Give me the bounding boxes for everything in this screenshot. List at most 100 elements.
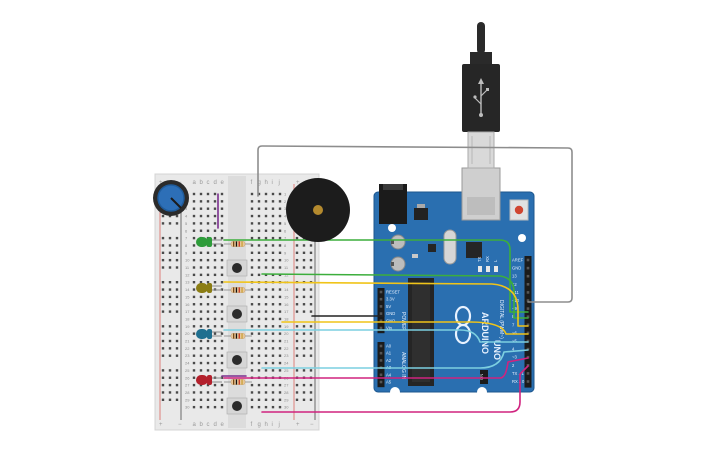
rail-hole[interactable] bbox=[168, 251, 172, 254]
rail-hole[interactable] bbox=[168, 303, 172, 306]
rail-hole[interactable] bbox=[309, 347, 313, 350]
breadboard-hole[interactable] bbox=[264, 229, 268, 232]
rail-hole[interactable] bbox=[168, 325, 172, 328]
breadboard-hole[interactable] bbox=[199, 317, 203, 321]
breadboard-hole[interactable] bbox=[192, 354, 196, 357]
breadboard-hole[interactable] bbox=[250, 310, 254, 313]
breadboard-hole[interactable] bbox=[206, 214, 210, 218]
pushbutton[interactable] bbox=[226, 259, 248, 277]
breadboard-hole[interactable] bbox=[213, 347, 217, 350]
rail-hole[interactable] bbox=[168, 281, 172, 284]
breadboard-hole[interactable] bbox=[257, 303, 261, 306]
rail-hole[interactable] bbox=[175, 325, 179, 328]
breadboard-hole[interactable] bbox=[264, 200, 268, 203]
breadboard-hole[interactable] bbox=[250, 347, 254, 350]
rail-hole[interactable] bbox=[175, 281, 179, 284]
piezo-buzzer[interactable] bbox=[286, 178, 350, 242]
header-pin[interactable] bbox=[379, 297, 383, 301]
rail-hole[interactable] bbox=[161, 347, 165, 350]
breadboard-hole[interactable] bbox=[192, 266, 196, 269]
breadboard-hole[interactable] bbox=[192, 339, 196, 343]
rail-hole[interactable] bbox=[295, 266, 299, 269]
rail-hole[interactable] bbox=[168, 383, 172, 387]
rail-hole[interactable] bbox=[302, 310, 306, 313]
rail-hole[interactable] bbox=[161, 354, 165, 357]
breadboard-hole[interactable] bbox=[264, 347, 268, 350]
breadboard-hole[interactable] bbox=[250, 273, 254, 277]
breadboard-hole[interactable] bbox=[192, 317, 196, 321]
breadboard-hole[interactable] bbox=[192, 398, 196, 401]
breadboard-hole[interactable] bbox=[220, 369, 224, 372]
rail-hole[interactable] bbox=[168, 244, 172, 247]
breadboard-hole[interactable] bbox=[264, 244, 268, 247]
header-pin[interactable] bbox=[526, 266, 530, 270]
rail-hole[interactable] bbox=[161, 258, 165, 262]
rail-hole[interactable] bbox=[309, 354, 313, 357]
header-pin[interactable] bbox=[526, 372, 530, 375]
breadboard-hole[interactable] bbox=[192, 207, 196, 210]
rail-hole[interactable] bbox=[161, 222, 165, 225]
breadboard-hole[interactable] bbox=[250, 244, 254, 247]
breadboard-hole[interactable] bbox=[257, 339, 261, 343]
breadboard-hole[interactable] bbox=[192, 310, 196, 313]
led-green[interactable] bbox=[196, 237, 222, 247]
rail-hole[interactable] bbox=[295, 303, 299, 306]
rail-hole[interactable] bbox=[168, 214, 172, 218]
header-pin[interactable] bbox=[379, 380, 383, 384]
breadboard-hole[interactable] bbox=[271, 288, 275, 291]
rail-hole[interactable] bbox=[175, 339, 179, 343]
breadboard-hole[interactable] bbox=[213, 369, 217, 372]
breadboard-hole[interactable] bbox=[220, 244, 224, 247]
rail-hole[interactable] bbox=[161, 398, 165, 401]
breadboard-hole[interactable] bbox=[220, 332, 224, 335]
breadboard-hole[interactable] bbox=[278, 244, 282, 247]
resistor[interactable] bbox=[224, 241, 252, 247]
breadboard-hole[interactable] bbox=[213, 251, 217, 254]
rail-hole[interactable] bbox=[161, 295, 165, 299]
rail-hole[interactable] bbox=[161, 369, 165, 372]
breadboard-hole[interactable] bbox=[278, 251, 282, 254]
breadboard-hole[interactable] bbox=[250, 339, 254, 343]
breadboard-hole[interactable] bbox=[199, 273, 203, 277]
breadboard-hole[interactable] bbox=[278, 317, 282, 321]
rail-hole[interactable] bbox=[302, 391, 306, 394]
breadboard-hole[interactable] bbox=[220, 303, 224, 306]
rail-hole[interactable] bbox=[175, 354, 179, 357]
breadboard-hole[interactable] bbox=[257, 398, 261, 401]
rail-hole[interactable] bbox=[161, 310, 165, 313]
wire-magenta-button-4[interactable] bbox=[261, 365, 529, 413]
breadboard-hole[interactable] bbox=[278, 229, 282, 232]
breadboard-hole[interactable] bbox=[192, 361, 196, 365]
breadboard-hole[interactable] bbox=[264, 369, 268, 372]
wire-yellow-button-2[interactable] bbox=[281, 321, 529, 335]
breadboard-hole[interactable] bbox=[206, 405, 210, 409]
breadboard-hole[interactable] bbox=[278, 398, 282, 401]
breadboard-hole[interactable] bbox=[206, 200, 210, 203]
breadboard-hole[interactable] bbox=[278, 391, 282, 394]
breadboard-hole[interactable] bbox=[192, 383, 196, 387]
breadboard-hole[interactable] bbox=[199, 207, 203, 210]
breadboard-hole[interactable] bbox=[213, 192, 217, 196]
rail-hole[interactable] bbox=[302, 266, 306, 269]
breadboard-hole[interactable] bbox=[220, 236, 224, 240]
breadboard-hole[interactable] bbox=[199, 214, 203, 218]
breadboard-hole[interactable] bbox=[206, 207, 210, 210]
wire-green-led-1[interactable] bbox=[223, 239, 529, 313]
rail-hole[interactable] bbox=[161, 288, 165, 291]
rail-hole[interactable] bbox=[168, 339, 172, 343]
rail-hole[interactable] bbox=[168, 295, 172, 299]
header-pin[interactable] bbox=[379, 351, 383, 355]
rail-hole[interactable] bbox=[161, 244, 165, 247]
breadboard-hole[interactable] bbox=[192, 376, 196, 379]
rail-hole[interactable] bbox=[168, 266, 172, 269]
header-pin[interactable] bbox=[526, 355, 530, 359]
breadboard-hole[interactable] bbox=[213, 281, 217, 284]
header-pin[interactable] bbox=[526, 299, 530, 302]
breadboard-hole[interactable] bbox=[264, 361, 268, 365]
rail-hole[interactable] bbox=[175, 295, 179, 299]
rail-hole[interactable] bbox=[175, 376, 179, 379]
breadboard-hole[interactable] bbox=[278, 266, 282, 269]
breadboard-hole[interactable] bbox=[206, 273, 210, 277]
breadboard-hole[interactable] bbox=[199, 398, 203, 401]
